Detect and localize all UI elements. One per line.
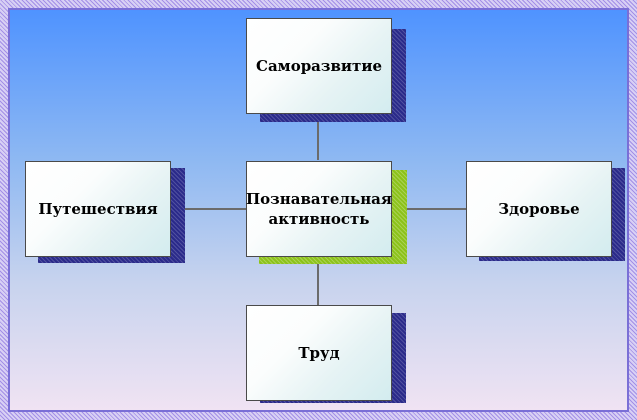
node-center-aktivnost: Познавательная активность <box>246 161 392 257</box>
node-zdorovie: Здоровье <box>466 161 612 257</box>
node-center-label: Познавательная активность <box>246 190 392 228</box>
node-left-label: Путешествия <box>38 200 158 218</box>
node-samorazvitie: Саморазвитие <box>246 18 392 114</box>
node-trud: Труд <box>246 305 392 401</box>
node-right-label: Здоровье <box>498 200 580 218</box>
node-bottom-label: Труд <box>298 344 340 362</box>
node-puteshestviya: Путешествия <box>25 161 171 257</box>
node-top-label: Саморазвитие <box>256 57 382 75</box>
